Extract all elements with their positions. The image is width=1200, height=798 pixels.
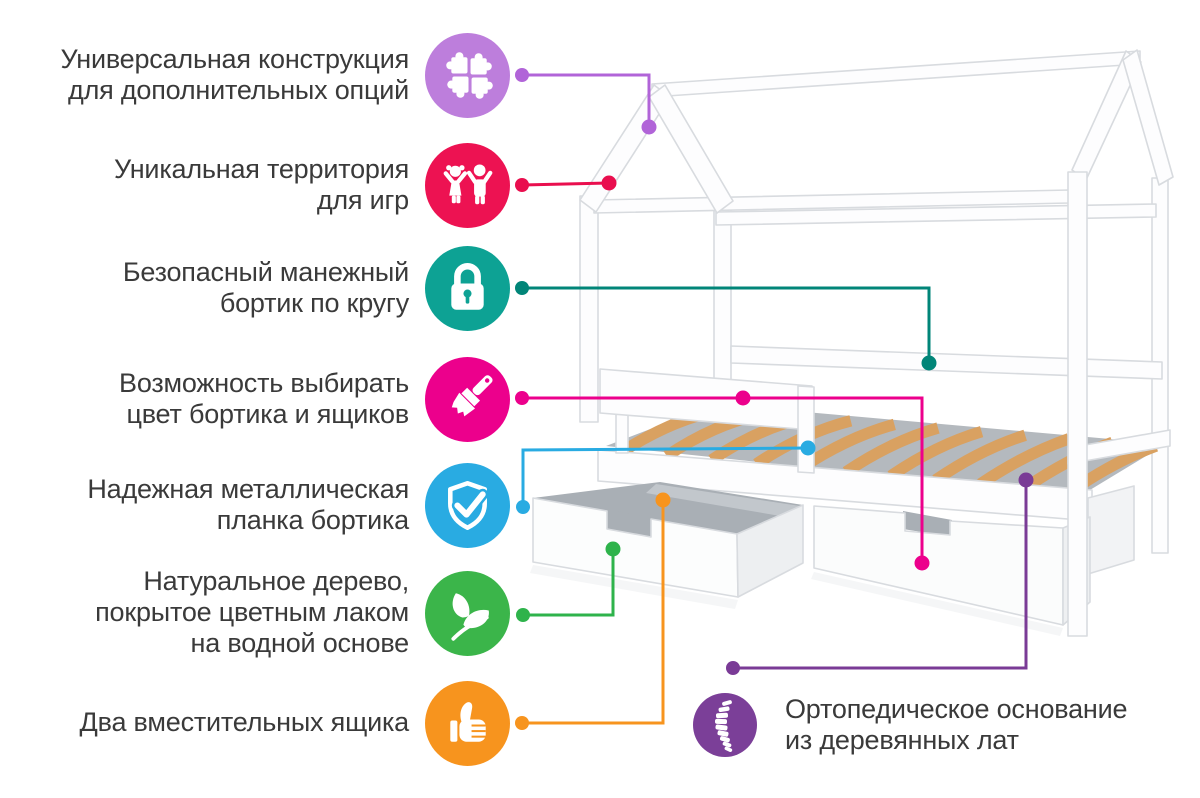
callout-line-metal-plank — [521, 446, 809, 507]
label-line: покрытое цветным лаком — [95, 597, 409, 627]
feature-label-color-choice: Возможность выбирать цвет бортика и ящик… — [0, 368, 409, 430]
label-line: на водной основе — [190, 628, 410, 658]
label-line: планка бортика — [216, 505, 409, 535]
head-gable-back-rafter — [648, 84, 734, 214]
drawer2-notch-interior — [903, 511, 952, 537]
drawer2-front — [813, 505, 1064, 626]
label-line: Натуральное дерево, — [143, 566, 409, 596]
drawer1-shadow — [530, 565, 738, 609]
callout-dot — [735, 390, 751, 406]
callout-dot — [515, 68, 529, 82]
house-bed — [530, 49, 1174, 637]
callout-dot — [921, 355, 937, 371]
feature-label-universal: Универсальная конструкция для дополнител… — [0, 44, 410, 106]
feature-label-metal-plank: Надежная металлическая планка бортика — [0, 474, 409, 536]
padlock-icon — [425, 246, 510, 331]
drawer1-front — [532, 497, 739, 598]
label-line: Ортопедическое основание — [785, 694, 1128, 724]
label-line: Универсальная конструкция — [60, 44, 410, 74]
callout-dot — [515, 716, 529, 730]
callout-dot — [655, 492, 671, 508]
drawer2-shadow — [811, 572, 1063, 636]
label-line: Надежная металлическая — [87, 474, 409, 504]
paintbrush-icon — [425, 357, 510, 442]
callout-line-orthopedic — [733, 480, 1028, 670]
label-line: Уникальная территория — [113, 154, 409, 184]
label-line: Два вместительных ящика — [79, 707, 410, 737]
bed-ridge-beam — [651, 50, 1141, 98]
label-line: Возможность выбирать — [119, 368, 409, 398]
label-line: для игр — [316, 185, 409, 215]
callout-lines — [521, 73, 1028, 725]
label-line: бортик по кругу — [219, 288, 409, 318]
callout-dot — [726, 661, 740, 675]
guard-rail-support — [615, 411, 629, 454]
drawer2-side-face — [1087, 485, 1135, 575]
feature-label-two-drawers: Два вместительных ящика — [0, 707, 410, 738]
spine-icon — [693, 693, 757, 757]
thumbs-up-icon — [425, 681, 510, 766]
callout-dot — [914, 555, 930, 571]
puzzle-icon — [425, 33, 510, 118]
label-line: из деревянных лат — [785, 725, 1019, 755]
callout-line-two-drawers — [522, 500, 665, 725]
callout-dot — [800, 440, 816, 456]
callout-dot — [515, 391, 529, 405]
foot-gable-back-rafter — [1122, 49, 1174, 186]
shield-check-icon — [425, 463, 510, 548]
callout-line-play-territory — [521, 181, 610, 187]
feature-label-play-territory: Уникальная территория для игр — [0, 154, 409, 216]
drawer1-side-face — [736, 504, 804, 598]
feature-label-natural-wood: Натуральное дерево, покрытое цветным лак… — [0, 566, 409, 659]
label-line: для дополнительных опций — [68, 75, 409, 105]
callout-dot — [515, 178, 529, 192]
children-icon — [425, 143, 510, 228]
callout-dot — [516, 500, 530, 514]
callout-dots — [515, 68, 1034, 730]
callout-line-safe-rail — [522, 286, 931, 363]
callout-dot — [601, 175, 617, 191]
callout-dot — [641, 119, 657, 135]
callout-line-natural-wood — [523, 549, 615, 617]
bed-back-top-plate — [715, 203, 1157, 226]
callout-dot — [1018, 472, 1034, 488]
callout-dot — [605, 541, 621, 557]
label-line: цвет бортика и ящиков — [126, 399, 409, 429]
bed-back-rail — [730, 345, 1163, 380]
bed-front-right-post — [1067, 171, 1088, 637]
leaf-icon — [425, 571, 510, 656]
feature-label-safe-rail: Безопасный манежный бортик по кругу — [0, 257, 409, 319]
callout-line-color-choice — [522, 396, 924, 563]
drawer1-interior-back — [646, 484, 800, 517]
callout-dot — [516, 608, 530, 622]
callout-dot — [515, 281, 529, 295]
drawer1-interior — [533, 482, 803, 534]
feature-label-orthopedic: Ортопедическое основание из деревянных л… — [785, 694, 1185, 756]
label-line: Безопасный манежный — [122, 257, 409, 287]
bed-front-left-post — [579, 195, 599, 423]
callout-line-universal — [522, 73, 651, 127]
